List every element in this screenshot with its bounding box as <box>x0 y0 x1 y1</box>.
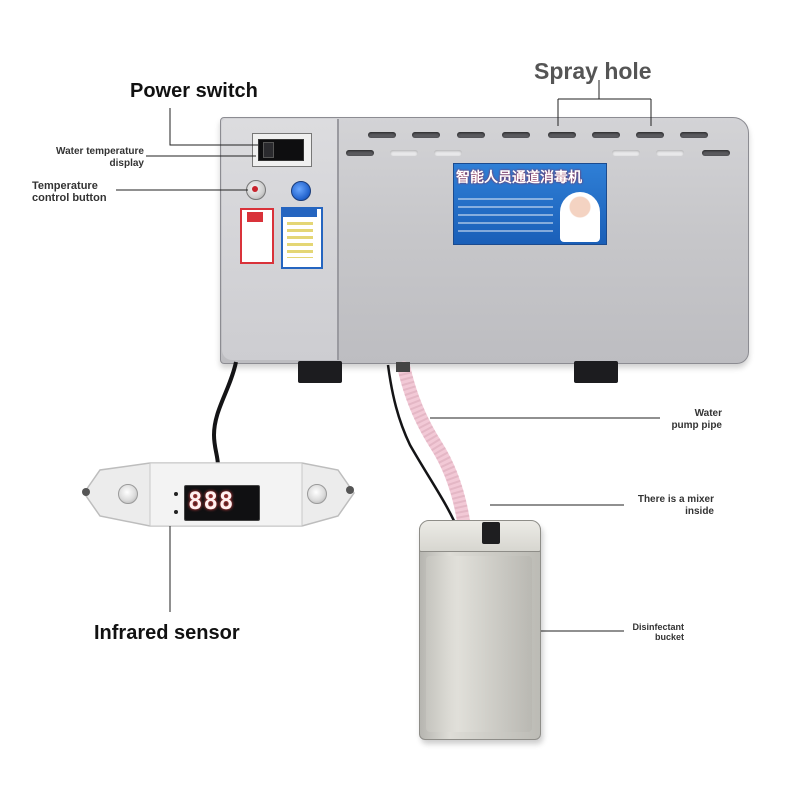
water-pump-pipe-label: Water pump pipe <box>640 408 722 432</box>
water-temperature-display-label-line: display <box>109 158 144 169</box>
power-switch-rocker[interactable] <box>263 142 274 158</box>
sensor-screw-left <box>82 488 90 496</box>
spray-hole <box>434 150 462 156</box>
disinfectant-bucket-rim <box>419 520 541 552</box>
spray-hole <box>368 132 396 138</box>
mounting-foot-right <box>574 361 618 383</box>
infrared-sensor-eye-left <box>118 484 138 504</box>
spray-hole <box>412 132 440 138</box>
infrared-sensor-eye-right <box>307 484 327 504</box>
sensor-screw-right <box>346 486 354 494</box>
sensor-counter-value: 888 <box>188 487 235 515</box>
infrared-sensor-label: Infrared sensor <box>94 622 240 644</box>
water-temperature-display-label-line: Water temperature <box>56 146 144 157</box>
mixer-label-line: inside <box>685 506 714 517</box>
spray-hole <box>502 132 530 138</box>
temperature-control-button-label: Temperature control button <box>32 180 107 204</box>
spray-hole <box>680 132 708 138</box>
spray-hole <box>636 132 664 138</box>
temperature-control-button-label-line: Temperature <box>32 180 98 192</box>
disinfectant-bucket-panel <box>426 556 532 732</box>
spray-hole <box>702 150 730 156</box>
water-pump-pipe-ribs <box>397 366 473 541</box>
spray-hole <box>548 132 576 138</box>
sensor-cable <box>211 361 238 467</box>
mixer-label: There is a mixer inside <box>610 494 714 518</box>
disinfectant-bucket-label-line: bucket <box>654 632 684 642</box>
water-pump-pipe-label-line: pump pipe <box>671 420 722 431</box>
warning-sticker-header <box>247 212 263 222</box>
water-temperature-display-label: Water temperature display <box>30 146 144 170</box>
poster-title: 智能人员通道消毒机 <box>456 170 582 186</box>
info-sticker-text-lines <box>287 222 313 258</box>
blue-button[interactable] <box>291 181 311 201</box>
warning-sticker <box>240 208 274 264</box>
info-sticker-header <box>283 209 317 217</box>
spray-hole <box>592 132 620 138</box>
spray-hole <box>612 150 640 156</box>
power-switch-label: Power switch <box>130 80 258 102</box>
spray-hole-label: Spray hole <box>534 58 652 84</box>
water-pump-pipe <box>397 361 473 547</box>
spray-hole <box>457 132 485 138</box>
spray-hole <box>346 150 374 156</box>
mixer <box>482 522 500 544</box>
sensor-indicator-dot <box>174 510 178 514</box>
water-pump-pipe-label-line: Water <box>694 408 722 419</box>
disinfectant-bucket-label: Disinfectant bucket <box>610 622 684 642</box>
poster-person-image <box>560 192 600 242</box>
sensor-indicator-dot <box>174 492 178 496</box>
spray-hole <box>656 150 684 156</box>
mounting-foot-left <box>298 361 342 383</box>
temperature-control-button-label-line: control button <box>32 192 107 204</box>
temperature-control-button-center <box>252 186 258 192</box>
mixer-label-line: There is a mixer <box>637 494 714 505</box>
spray-hole <box>390 150 418 156</box>
supply-tube <box>386 364 460 531</box>
sensor-counter-display <box>184 485 260 521</box>
disinfectant-bucket-label-line: Disinfectant <box>632 622 684 632</box>
poster-text-lines <box>458 198 553 236</box>
